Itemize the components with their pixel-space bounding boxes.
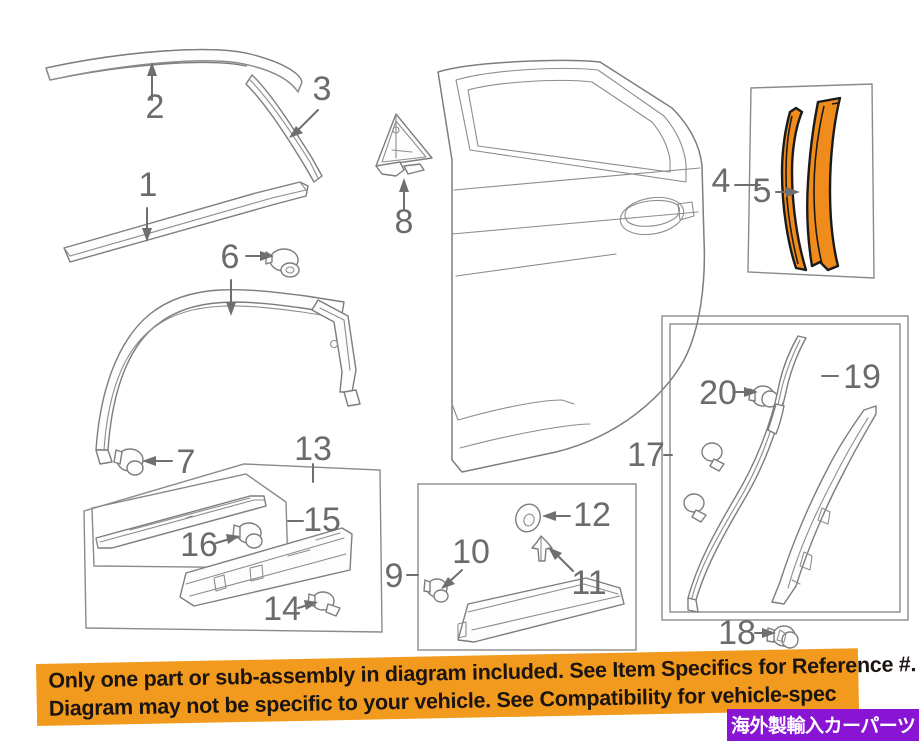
leader-14 <box>297 600 318 610</box>
callout-number-17: 17 <box>627 436 665 474</box>
callout-number-16: 16 <box>180 526 218 564</box>
callout-number-10: 10 <box>452 533 490 571</box>
leader-10 <box>441 569 463 589</box>
door-handle-icon <box>619 196 695 236</box>
part-outer-belt-molding <box>179 527 353 607</box>
part-roof-drip-molding <box>45 48 303 93</box>
callout-number-8: 8 <box>395 203 414 241</box>
leader-11 <box>548 547 574 572</box>
callout-number-3: 3 <box>313 70 332 108</box>
part-clip-6 <box>265 248 300 278</box>
part-clip-18 <box>766 625 799 649</box>
part-lower-molding <box>457 577 625 643</box>
callout-number-15: 15 <box>303 501 341 539</box>
leader-16 <box>215 534 240 544</box>
callout-number-18: 18 <box>718 614 756 652</box>
box-lower-molding-assembly <box>417 483 637 651</box>
box-belt-molding-assembly <box>83 463 383 633</box>
leader-1 <box>142 207 152 242</box>
part-clip-loose-b <box>683 493 707 523</box>
part-pillar-trim-left-highlighted <box>780 106 808 272</box>
callout-number-5: 5 <box>753 172 772 210</box>
callout-number-12: 12 <box>573 496 611 534</box>
part-inner-belt-molding <box>95 495 267 549</box>
leader-2 <box>147 62 157 101</box>
part-pillar-trim-right-highlighted <box>806 96 842 272</box>
leader-12 <box>542 511 571 521</box>
part-clip-16 <box>232 522 263 549</box>
part-rear-door-panel <box>437 59 706 473</box>
leader-3 <box>289 109 319 138</box>
callout-number-9: 9 <box>385 557 404 595</box>
box-highlighted-pillar-trim <box>747 83 875 279</box>
leader-6 <box>226 251 274 316</box>
leader-20 <box>735 387 758 397</box>
callout-number-11: 11 <box>571 564 606 602</box>
part-grommet-12 <box>515 503 541 533</box>
callout-number-4: 4 <box>712 162 731 200</box>
watermark-badge: 海外製輸入カーパーツ <box>727 709 920 741</box>
leader-8 <box>399 178 409 211</box>
callout-number-13: 13 <box>294 430 332 468</box>
callout-number-2: 2 <box>146 88 165 126</box>
callout-number-1: 1 <box>139 166 158 204</box>
part-window-frame-sash <box>95 289 361 465</box>
part-glass-run-channel-front <box>687 335 807 613</box>
callout-number-14: 14 <box>263 590 301 628</box>
part-door-belt-molding <box>63 181 309 263</box>
part-clip-10 <box>423 578 449 603</box>
part-clip-loose-a <box>701 442 725 472</box>
part-clip-7 <box>113 448 144 476</box>
part-rear-pillar-molding <box>245 74 323 183</box>
leader-7 <box>142 456 173 466</box>
leader-18 <box>754 628 776 638</box>
part-glass-run-channel-rear <box>771 405 877 605</box>
part-corner-bracket <box>375 113 433 177</box>
callout-number-7: 7 <box>177 443 196 481</box>
part-clip-11 <box>531 535 553 562</box>
part-clip-20 <box>748 385 779 408</box>
leader-5 <box>775 187 800 197</box>
callout-number-20: 20 <box>699 374 737 412</box>
callout-number-6: 6 <box>221 238 240 276</box>
callout-number-19: 19 <box>843 358 881 396</box>
box-run-channel-assembly <box>661 315 909 649</box>
